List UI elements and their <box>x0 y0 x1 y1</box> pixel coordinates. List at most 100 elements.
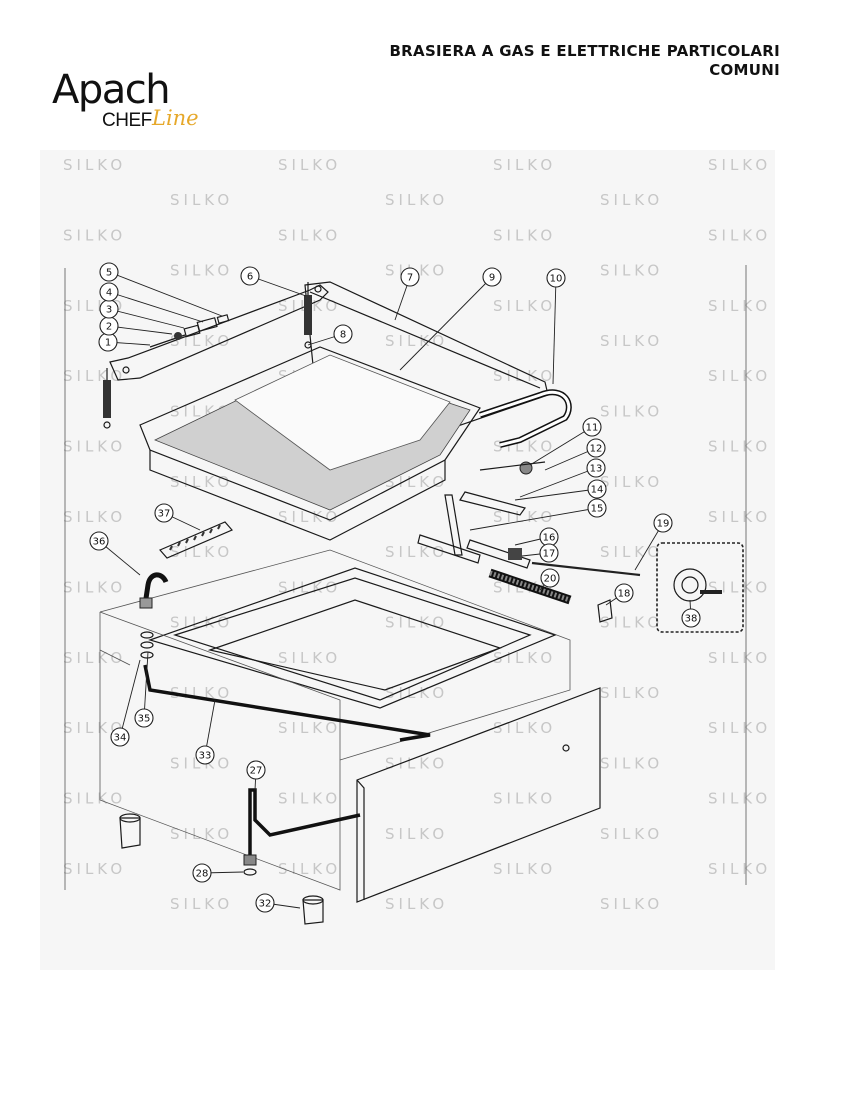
callout-14: 14 <box>514 479 607 501</box>
watermark-text: SILKO <box>63 156 126 174</box>
watermark-text: SILKO <box>385 754 448 772</box>
callout-number: 8 <box>340 330 346 341</box>
watermark-text: SILKO <box>278 508 341 526</box>
watermark-text: SILKO <box>708 649 771 667</box>
callout-number: 34 <box>114 733 127 744</box>
watermark-text: SILKO <box>385 825 448 843</box>
watermark-text: SILKO <box>600 473 663 491</box>
callout-5: 5 <box>99 262 223 317</box>
watermark-text: SILKO <box>63 438 126 456</box>
watermark-text: SILKO <box>493 719 556 737</box>
callout-leader <box>399 276 493 371</box>
callout-number: 16 <box>543 533 556 544</box>
callout-11: 11 <box>529 417 602 466</box>
callout-33: 33 <box>195 699 216 765</box>
callout-leader <box>108 271 223 317</box>
callout-number: 17 <box>543 549 556 560</box>
callout-28: 28 <box>192 863 244 883</box>
callout-circle <box>333 324 353 344</box>
linkage-parts <box>417 461 641 623</box>
callout-leader <box>108 291 204 323</box>
callout-circle <box>546 268 566 288</box>
callout-number: 32 <box>259 899 272 910</box>
callout-number: 11 <box>586 423 599 434</box>
title-line-1: BRASIERA A GAS E ELETTRICHE PARTICOLARI <box>389 42 780 60</box>
watermark-text: SILKO <box>600 543 663 561</box>
watermark-text: SILKO <box>708 297 771 315</box>
callout-circle <box>400 267 420 287</box>
callout-20: 20 <box>539 568 560 591</box>
watermark-text: SILKO <box>600 684 663 702</box>
callout-number: 27 <box>250 766 263 777</box>
callout-27: 27 <box>246 760 266 791</box>
callout-number: 35 <box>138 714 151 725</box>
brand-name: Apach <box>52 67 171 113</box>
watermark-text: SILKO <box>493 367 556 385</box>
callout-34: 34 <box>110 659 141 747</box>
callout-number: 14 <box>591 485 604 496</box>
brand-line: Line <box>152 106 199 130</box>
watermark-text: SILKO <box>600 754 663 772</box>
callout-circle <box>587 479 607 499</box>
watermark-text: SILKO <box>278 719 341 737</box>
callout-number: 4 <box>106 288 112 299</box>
callout-17: 17 <box>521 543 559 563</box>
callout-circle <box>587 498 607 518</box>
callout-6: 6 <box>240 266 307 297</box>
watermark-text: SILKO <box>170 754 233 772</box>
callout-circle <box>246 760 266 780</box>
callout-leader <box>519 467 597 498</box>
watermark-text: SILKO <box>385 543 448 561</box>
callout-circle <box>681 608 701 628</box>
watermark-text: SILKO <box>708 156 771 174</box>
lid-assembly <box>103 281 572 541</box>
vent-grille-37 <box>159 521 233 559</box>
watermark-text: SILKO <box>600 332 663 350</box>
callout-circle <box>154 503 174 523</box>
callout-number: 10 <box>550 274 563 285</box>
callout-circle <box>653 513 673 533</box>
watermark-text: SILKO <box>278 649 341 667</box>
watermark-text: SILKO <box>600 402 663 420</box>
callout-19: 19 <box>634 513 673 571</box>
base-cabinet <box>99 549 601 925</box>
watermark-text: SILKO <box>278 226 341 244</box>
callout-number: 20 <box>544 574 557 585</box>
callout-number: 2 <box>106 322 112 333</box>
watermark-text: SILKO <box>278 156 341 174</box>
callout-leader <box>469 507 598 531</box>
callout-4: 4 <box>99 282 204 323</box>
callout-number: 13 <box>590 464 603 475</box>
watermark-text: SILKO <box>385 473 448 491</box>
callout-37: 37 <box>154 503 201 531</box>
callout-1: 1 <box>98 332 151 352</box>
callout-circle <box>582 417 602 437</box>
callout-number: 7 <box>407 273 413 284</box>
watermark-text: SILKO <box>170 473 233 491</box>
watermark-text: SILKO <box>493 226 556 244</box>
watermark-text: SILKO <box>385 191 448 209</box>
callout-number: 1 <box>105 338 111 349</box>
watermark-text: SILKO <box>63 226 126 244</box>
watermark-text: SILKO <box>708 226 771 244</box>
callout-9: 9 <box>399 267 502 371</box>
callout-number: 12 <box>590 444 603 455</box>
callout-leader <box>108 308 185 329</box>
watermark-text: SILKO <box>600 825 663 843</box>
watermark-text: SILKO <box>170 825 233 843</box>
callout-number: 37 <box>158 509 171 520</box>
watermark-text: SILKO <box>493 649 556 667</box>
callout-circle <box>240 266 260 286</box>
brand-chef: CHEF <box>102 110 152 131</box>
watermark-text: SILKO <box>63 860 126 878</box>
watermark-text: SILKO <box>493 156 556 174</box>
callout-leader <box>119 659 141 738</box>
callout-15: 15 <box>469 498 607 531</box>
callout-circle <box>195 745 215 765</box>
watermark-text: SILKO <box>63 719 126 737</box>
callout-leader <box>108 325 173 335</box>
watermark-text: SILKO <box>708 367 771 385</box>
callout-circle <box>540 568 560 588</box>
callout-18: 18 <box>605 583 634 606</box>
